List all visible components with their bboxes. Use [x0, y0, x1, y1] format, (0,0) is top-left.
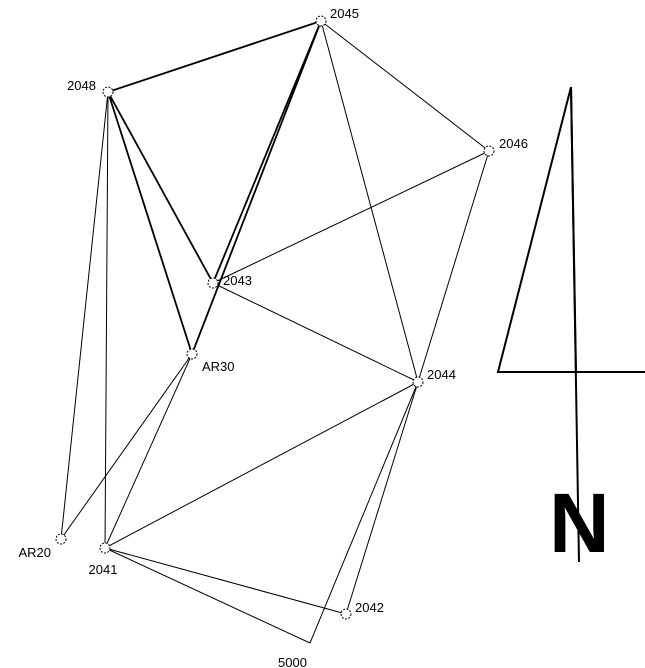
survey-lines [60, 20, 490, 644]
station-marker-AR20 [55, 533, 67, 545]
station-label-2043: 2043 [223, 273, 252, 288]
station-label-AR30: AR30 [202, 359, 235, 374]
line-2043-2044 [212, 282, 419, 383]
north-arrow: N [496, 86, 645, 570]
station-marker-2046 [483, 145, 495, 157]
line-2044-2042 [345, 381, 419, 615]
station-label-2044: 2044 [427, 367, 456, 382]
line-2048-AR20 [60, 91, 109, 540]
line-2044-2041 [104, 381, 419, 549]
station-marker-2043 [207, 277, 219, 289]
station-label-2042: 2042 [355, 600, 384, 615]
station-marker-AR30 [186, 348, 198, 360]
line-2048-2043 [107, 91, 214, 284]
line-2048-AR30 [107, 91, 193, 355]
station-label-2048: 2048 [67, 78, 96, 93]
line-2041-2042 [104, 547, 347, 615]
station-marker-2045 [315, 15, 327, 27]
north-arrow-triangle [496, 86, 578, 373]
station-label-2046: 2046 [499, 136, 528, 151]
station-marker-2041 [99, 542, 111, 554]
line-2048-2045 [107, 20, 322, 93]
line-AR30-2041 [104, 353, 193, 549]
line-2045-2046 [320, 20, 490, 152]
station-label-2045: 2045 [330, 6, 359, 21]
station-label-2041: 2041 [89, 562, 118, 577]
line-2045-2043 [212, 20, 322, 284]
station-marker-2048 [102, 86, 114, 98]
north-letter: N [549, 476, 610, 570]
line-AR30-AR20 [60, 353, 193, 540]
line-2048-2041 [104, 91, 109, 549]
station-label-AR20: AR20 [18, 545, 51, 560]
station-marker-2042 [340, 608, 352, 620]
station-marker-2044 [412, 376, 424, 388]
line-2046-2043 [212, 150, 490, 284]
line-2045-AR30 [191, 20, 322, 355]
north-arrow-axis [570, 86, 580, 563]
line-2046-2044 [417, 150, 490, 383]
line-2045-2044 [320, 20, 419, 383]
line-2044-5000 [309, 381, 419, 644]
line-2041-5000 [104, 547, 311, 644]
station-label-5000: 5000 [278, 655, 307, 668]
